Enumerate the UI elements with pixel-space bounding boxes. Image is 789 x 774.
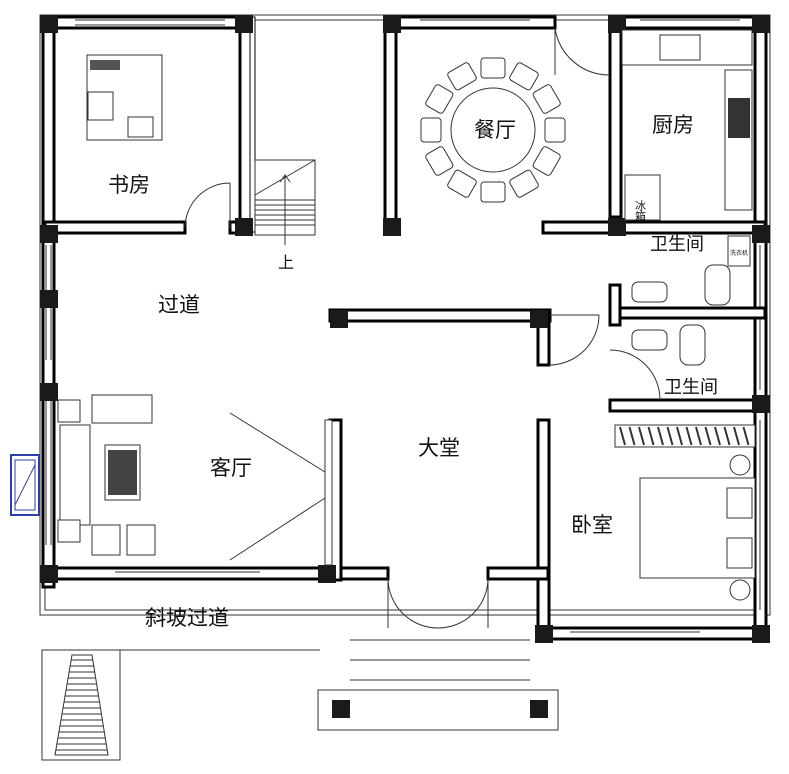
dining-chair — [447, 62, 477, 91]
porch — [45, 639, 559, 731]
dining-chair — [509, 169, 539, 198]
room-label-ramp: 斜坡过道 — [145, 606, 229, 630]
dining-chair — [447, 169, 477, 198]
kitchen-counter: 冰箱 — [621, 29, 753, 223]
room-label-bath-upper: 卫生间 — [650, 234, 704, 255]
dining-chair — [532, 84, 561, 114]
room-labels: 书房 餐厅 厨房 卫生间 卫生间 过道 客厅 大堂 卧室 斜坡过道 — [108, 113, 718, 630]
dining-chair — [425, 84, 454, 114]
dining-chair — [509, 62, 539, 91]
dining-chair — [420, 117, 442, 143]
dining-chair — [544, 117, 566, 143]
room-label-study: 书房 — [108, 173, 150, 197]
dining-chair — [425, 146, 454, 176]
ramp-steps — [41, 649, 121, 761]
bath-fixtures: 洗衣机 — [631, 235, 751, 366]
room-label-hall: 大堂 — [418, 436, 460, 460]
study-desk — [86, 54, 163, 141]
bed — [639, 454, 756, 601]
room-label-kitchen: 厨房 — [652, 113, 694, 137]
doors — [184, 27, 661, 629]
closet — [614, 424, 756, 448]
dining-chair — [480, 57, 506, 79]
dining-table — [420, 57, 566, 203]
room-label-dining: 餐厅 — [474, 118, 516, 142]
stair-label: 上 — [278, 253, 294, 272]
room-label-living: 客厅 — [210, 456, 252, 480]
entry-window-marker — [10, 454, 40, 516]
staircase: 上 — [254, 159, 316, 272]
wall-top-dining — [383, 15, 557, 30]
room-label-bedroom: 卧室 — [571, 513, 613, 537]
room-label-corridor: 过道 — [158, 293, 200, 317]
dining-chair — [480, 181, 506, 203]
living-sofa — [57, 394, 156, 556]
dining-chair — [532, 146, 561, 176]
room-label-bath-lower: 卫生间 — [664, 377, 718, 398]
wall-top-study — [43, 15, 252, 30]
washer-label: 洗衣机 — [730, 249, 748, 257]
fridge-label: 冰箱 — [634, 200, 647, 223]
wall-bottom-bedroom — [536, 626, 768, 641]
wall-top-kitchen — [608, 15, 767, 30]
tv-wall — [229, 412, 333, 566]
pillars — [40, 15, 770, 718]
